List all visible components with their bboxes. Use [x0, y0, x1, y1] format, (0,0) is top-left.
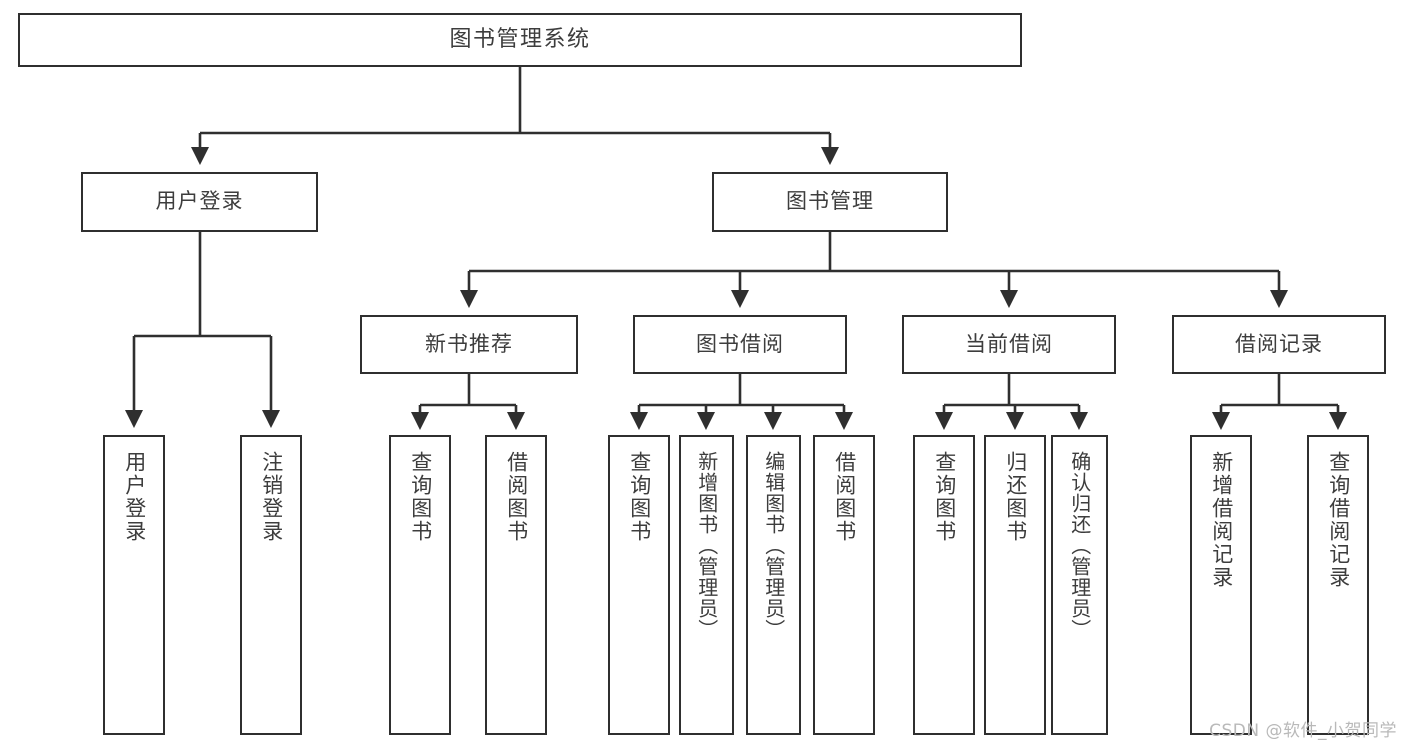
- node-leaf-confirm-return-admin[interactable]: 确认归还（管理员）: [1051, 435, 1108, 735]
- node-leaf-return-book[interactable]: 归还图书: [984, 435, 1046, 735]
- node-label: 查询图书: [408, 451, 433, 543]
- node-root[interactable]: 图书管理系统: [18, 13, 1022, 67]
- node-leaf-query-book-borrow[interactable]: 查询图书: [608, 435, 670, 735]
- node-label: 图书借阅: [696, 331, 784, 356]
- node-leaf-add-borrow-record[interactable]: 新增借阅记录: [1190, 435, 1252, 735]
- node-label: 新增借阅记录: [1209, 451, 1234, 589]
- node-label: 图书管理: [786, 189, 874, 214]
- node-label: 注销登录: [259, 451, 284, 543]
- node-label: 新书推荐: [425, 331, 513, 356]
- node-label: 查询图书: [627, 451, 652, 543]
- node-leaf-add-book-admin[interactable]: 新增图书（管理员）: [679, 435, 734, 735]
- node-level2-borrow-record[interactable]: 借阅记录: [1172, 315, 1386, 374]
- node-label: 当前借阅: [965, 331, 1053, 356]
- node-label: 归还图书: [1003, 451, 1028, 543]
- node-level2-new-book-recommend[interactable]: 新书推荐: [360, 315, 578, 374]
- node-level1-book-management[interactable]: 图书管理: [712, 172, 948, 232]
- node-label: 查询图书: [932, 451, 957, 543]
- node-level2-current-borrow[interactable]: 当前借阅: [902, 315, 1116, 374]
- node-label: 用户登录: [122, 451, 147, 543]
- node-label: 新增图书（管理员）: [694, 451, 719, 640]
- watermark: CSDN @软件_小贺同学: [1209, 721, 1397, 741]
- node-label: 查询借阅记录: [1326, 451, 1351, 589]
- node-leaf-query-borrow-record[interactable]: 查询借阅记录: [1307, 435, 1369, 735]
- node-label: 借阅图书: [504, 451, 529, 543]
- node-leaf-logout[interactable]: 注销登录: [240, 435, 302, 735]
- node-leaf-query-book-recommend[interactable]: 查询图书: [389, 435, 451, 735]
- node-level2-book-borrow[interactable]: 图书借阅: [633, 315, 847, 374]
- node-leaf-borrow-book-recommend[interactable]: 借阅图书: [485, 435, 547, 735]
- node-leaf-edit-book-admin[interactable]: 编辑图书（管理员）: [746, 435, 801, 735]
- node-label: 借阅记录: [1235, 331, 1323, 356]
- node-leaf-borrow-book[interactable]: 借阅图书: [813, 435, 875, 735]
- node-label: 借阅图书: [832, 451, 857, 543]
- node-label: 确认归还（管理员）: [1067, 451, 1092, 640]
- node-level1-user-login[interactable]: 用户登录: [81, 172, 318, 232]
- node-label: 编辑图书（管理员）: [761, 451, 786, 640]
- node-label: 图书管理系统: [449, 26, 591, 52]
- node-leaf-query-book-current[interactable]: 查询图书: [913, 435, 975, 735]
- node-leaf-user-login[interactable]: 用户登录: [103, 435, 165, 735]
- node-label: 用户登录: [155, 189, 244, 214]
